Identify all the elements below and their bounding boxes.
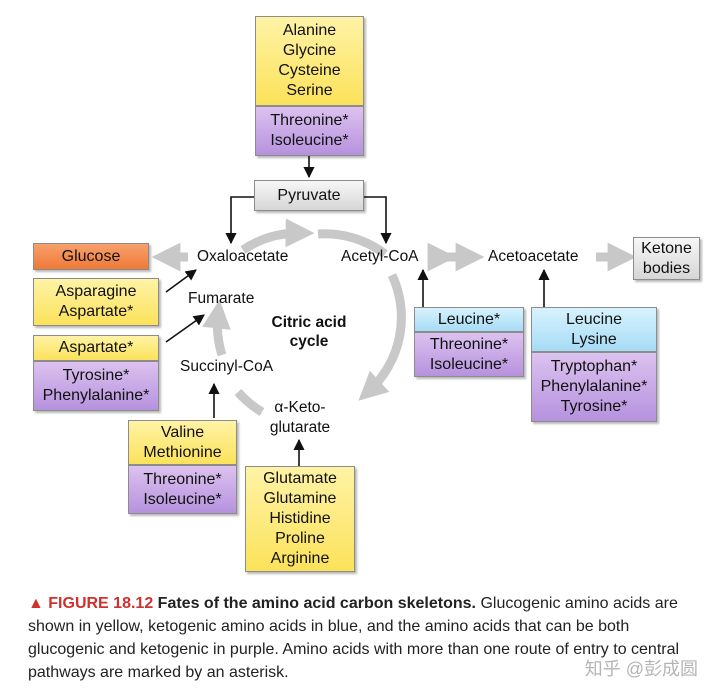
- arrow-layer: [151, 156, 637, 466]
- amino-acid-label: Glycine: [282, 42, 337, 59]
- amino-acid-label: Tryptophan*: [550, 358, 638, 375]
- arrow-aspartate-to-fumarate: [165, 314, 205, 343]
- figure-title: Fates of the amino acid carbon skeletons…: [157, 595, 476, 612]
- fumarate-glucogenic-box: Aspartate*: [33, 335, 159, 361]
- succinylcoa-label: Succinyl-CoA: [180, 358, 274, 375]
- akg-label-line1: α-Keto-: [274, 399, 326, 416]
- amino-acid-label: Lysine: [571, 330, 617, 348]
- glucose-label: Glucose: [61, 247, 121, 265]
- ketone-label-line1: Ketone: [641, 239, 692, 257]
- oxaloacetate-glucogenic-box: Asparagine Aspartate*: [33, 278, 159, 326]
- amino-acid-label: Threonine*: [429, 335, 509, 353]
- amino-acid-label: Asparagine: [55, 283, 137, 300]
- amino-acid-label: Phenylalanine*: [42, 387, 150, 404]
- amino-acid-label: Threonine*: [270, 112, 349, 129]
- oxaloacetate-label: Oxaloacetate: [197, 248, 289, 265]
- succinylcoa-glucogenic-box: Valine Methionine: [128, 420, 237, 465]
- arrow-asparagine-to-oxaloacetate: [165, 269, 197, 293]
- cycle-title-line2: cycle: [289, 333, 329, 350]
- arrow-pyruvate-to-acetylcoa: [364, 196, 392, 245]
- amino-acid-label: Phenylalanine*: [540, 378, 648, 395]
- pyruvate-glucogenic-box: Alanine Glycine Cysteine Serine: [255, 16, 364, 106]
- figure-label: ▲ FIGURE 18.12: [28, 595, 154, 612]
- ketone-bodies-node: Ketone bodies: [633, 237, 700, 280]
- amino-acid-label: Leucine: [565, 310, 623, 328]
- amino-acid-label: Isoleucine*: [143, 490, 222, 508]
- citric-acid-cycle-title: Citric acid cycle: [258, 313, 360, 351]
- amino-acid-label: Cysteine: [278, 62, 341, 79]
- figure-body: Glucogenic amino acids are shown in yell…: [28, 595, 680, 681]
- amino-acid-label: Alanine: [282, 22, 337, 39]
- cycle-arc-acetylcoa-to-akg: [317, 229, 388, 258]
- pyruvate-node: Pyruvate: [254, 180, 364, 211]
- amino-acid-label: Valine: [160, 423, 205, 441]
- amino-acid-label: Histidine: [269, 510, 331, 527]
- acetylcoa-label: Acetyl-CoA: [341, 248, 419, 265]
- succinylcoa-mixed-box: Threonine* Isoleucine*: [128, 465, 237, 514]
- amino-acid-label: Aspartate*: [58, 303, 134, 320]
- cycle-arc-akg-to-succinyl: [234, 388, 265, 416]
- acetoacetate-mixed-box: Tryptophan* Phenylalanine* Tyrosine*: [531, 352, 657, 422]
- cycle-arc-succinyl-to-fumarate: [202, 299, 231, 357]
- arrow-pyruvate-to-oxaloacetate: [225, 196, 254, 245]
- amino-acid-label: Aspartate*: [58, 339, 134, 356]
- amino-acid-label: Glutamine: [263, 490, 337, 507]
- amino-acid-label: Leucine*: [437, 310, 501, 328]
- acetylcoa-ketogenic-box: Leucine*: [414, 307, 524, 332]
- amino-acid-label: Methionine: [143, 443, 222, 461]
- acetoacetate-label: Acetoacetate: [488, 248, 579, 265]
- amino-acid-label: Isoleucine*: [429, 355, 509, 373]
- amino-acid-label: Isoleucine*: [270, 132, 349, 149]
- fumarate-mixed-box: Tyrosine* Phenylalanine*: [33, 361, 159, 411]
- akg-label: α-Keto- glutarate: [262, 398, 338, 438]
- akg-label-line2: glutarate: [269, 419, 331, 436]
- cycle-arc-right-side: [358, 273, 406, 401]
- amino-acid-label: Serine: [286, 82, 333, 99]
- amino-acid-label: Glutamate: [263, 470, 337, 487]
- amino-acid-label: Tyrosine*: [560, 398, 628, 415]
- amino-acid-label: Threonine*: [143, 470, 222, 488]
- cycle-title-line1: Citric acid: [271, 314, 347, 331]
- cycle-arc-oxaloacetate-to-acetylcoa: [240, 218, 315, 254]
- amino-acid-label: Tyrosine*: [62, 367, 130, 384]
- watermark: 知乎 @彭成圆: [584, 659, 698, 679]
- amino-acid-fates-diagram: Alanine Glycine Cysteine Serine Threonin…: [33, 16, 700, 572]
- pyruvate-label: Pyruvate: [277, 186, 341, 204]
- acetylcoa-mixed-box: Threonine* Isoleucine*: [414, 332, 524, 377]
- fumarate-label: Fumarate: [188, 290, 255, 307]
- amino-acid-label: Proline: [275, 530, 325, 547]
- ketone-label-line2: bodies: [642, 259, 691, 277]
- glucose-node: Glucose: [33, 243, 149, 270]
- acetoacetate-ketogenic-box: Leucine Lysine: [531, 307, 657, 352]
- figure-caption: ▲ FIGURE 18.12 Fates of the amino acid c…: [28, 592, 700, 684]
- amino-acid-label: Arginine: [270, 550, 330, 567]
- akg-glucogenic-box: Glutamate Glutamine Histidine Proline Ar…: [245, 466, 355, 572]
- pyruvate-mixed-box: Threonine* Isoleucine*: [255, 106, 364, 156]
